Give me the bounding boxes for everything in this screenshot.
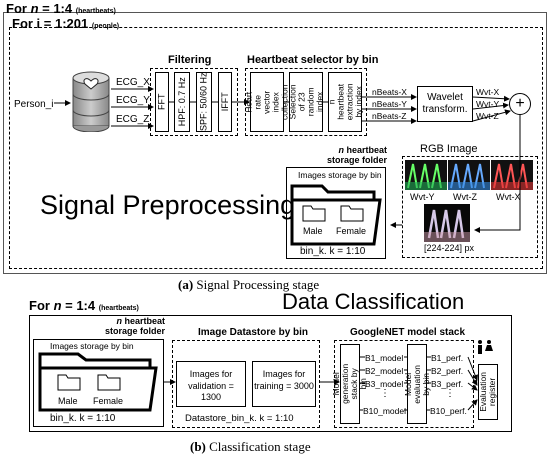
rgb-wvt-y-label: Wvt-Y xyxy=(410,192,435,202)
model-b2: B2_model xyxy=(365,366,404,376)
filtering-title: Filtering xyxy=(168,54,212,66)
rgb-image-title: RGB Image xyxy=(420,143,478,155)
stage-a-inner-title: For i = 1:201 (people) xyxy=(12,16,120,31)
female-folder-icon-a xyxy=(340,204,364,222)
rgb-frame xyxy=(402,156,538,258)
perf-b3: B3_perf. xyxy=(431,379,464,389)
images-storage-label-a: Images storage by bin xyxy=(298,170,382,180)
model-evaluation-block: Model evaluation by bin xyxy=(403,344,430,424)
selection-random-block: Selection of 23 random index xyxy=(287,72,324,132)
hpf-block: HPF: 0.7 Hz xyxy=(174,72,190,132)
validation-block: Images for validation = 1300 xyxy=(176,361,246,407)
sum-node: + xyxy=(509,93,531,115)
model-generation-block: Model generation stack by bin xyxy=(331,344,368,424)
wvt-z-label: Wvt-Z xyxy=(476,111,499,121)
person-label: Person_i xyxy=(14,99,54,110)
perf-b2: B2_perf. xyxy=(431,366,464,376)
nbeats-x-label: nBeats-X xyxy=(372,87,407,97)
model-b10: B10_model xyxy=(363,406,407,416)
datastore-label: Datastore_bin_k. k = 1:10 xyxy=(185,413,294,424)
image-size-label: [224-224] px xyxy=(424,243,475,253)
rgb-combined-image xyxy=(424,204,470,242)
model-b1: B1_model xyxy=(365,353,404,363)
fft-block: FFT xyxy=(155,72,169,132)
datastore-title: Image Datastore by bin xyxy=(198,327,309,338)
selector-title: Heartbeat selector by bin xyxy=(247,54,379,66)
nbeats-y-label: nBeats-Y xyxy=(372,99,407,109)
female-label-b: Female xyxy=(93,396,124,406)
images-storage-label-b: Images storage by bin xyxy=(50,341,134,351)
wavelet-image-y xyxy=(405,160,447,190)
perf-b10: B10_perf. xyxy=(430,406,467,416)
ecg-z-label: ECG_Z xyxy=(116,114,150,125)
stage-b-outer-frame xyxy=(29,315,512,432)
ecg-y-label: ECG_Y xyxy=(116,95,150,106)
wvt-y-label: Wvt-Y xyxy=(476,99,500,109)
male-folder-icon-a xyxy=(302,204,326,222)
stage-b-outer-title: For n = 1:4 (heartbeats) xyxy=(29,298,139,313)
male-folder-icon-b xyxy=(57,373,81,391)
heartbeat-extraction-block: n heartbeat extraction by index xyxy=(326,72,363,132)
storage-folder-title-a: n heartbeat storage folder xyxy=(326,145,387,166)
database-icon xyxy=(71,70,111,133)
rgb-wvt-x-label: Wvt-X xyxy=(496,192,521,202)
stage-a-outer-title: For n = 1:4 (heartbeats) xyxy=(6,1,116,16)
wavelet-image-x xyxy=(491,160,533,190)
googlenet-title: GoogleNET model stack xyxy=(350,327,466,338)
bin-label-b: bin_k. k = 1:10 xyxy=(50,413,116,424)
rgb-wvt-z-label: Wvt-Z xyxy=(453,192,477,202)
model-b3: B3_model xyxy=(365,379,404,389)
storage-folder-title-b: n heartbeat storage folder xyxy=(104,316,165,337)
male-label-b: Male xyxy=(58,396,78,406)
caption-b: (b) Classification stage xyxy=(190,439,311,454)
wavelet-block: Wavelet transform. xyxy=(417,86,473,122)
bin-label-a: bin_k. k = 1:10 xyxy=(300,246,366,257)
hr-vector-block: Heart rate vector index collection xyxy=(244,72,289,132)
spf-block: SPF: 50/60 Hz xyxy=(196,72,212,132)
people-icon xyxy=(476,340,494,354)
male-label-a: Male xyxy=(303,226,323,236)
perf-b1: B1_perf. xyxy=(431,353,464,363)
female-folder-icon-b xyxy=(97,373,121,391)
female-label-a: Female xyxy=(336,226,367,236)
model-dots: ⋮ xyxy=(380,388,390,399)
stage-a-outer-frame xyxy=(3,12,547,274)
ifft-block: IFFT xyxy=(218,72,232,132)
evaluation-register-block: Evaluation register xyxy=(478,364,498,420)
data-classification-label: Data Classification xyxy=(282,289,465,314)
wavelet-image-z xyxy=(448,160,490,190)
stage-a-inner-frame xyxy=(9,27,543,269)
caption-a: (a) Signal Processing stage xyxy=(178,277,320,292)
ecg-x-label: ECG_X xyxy=(116,77,150,88)
nbeats-z-label: nBeats-Z xyxy=(372,111,407,121)
training-block: Images for training = 3000 xyxy=(252,361,316,407)
wvt-x-label: Wvt-X xyxy=(476,87,500,97)
signal-preprocessing-label: Signal Preprocessing xyxy=(40,190,296,220)
perf-dots: ⋮ xyxy=(445,388,455,399)
